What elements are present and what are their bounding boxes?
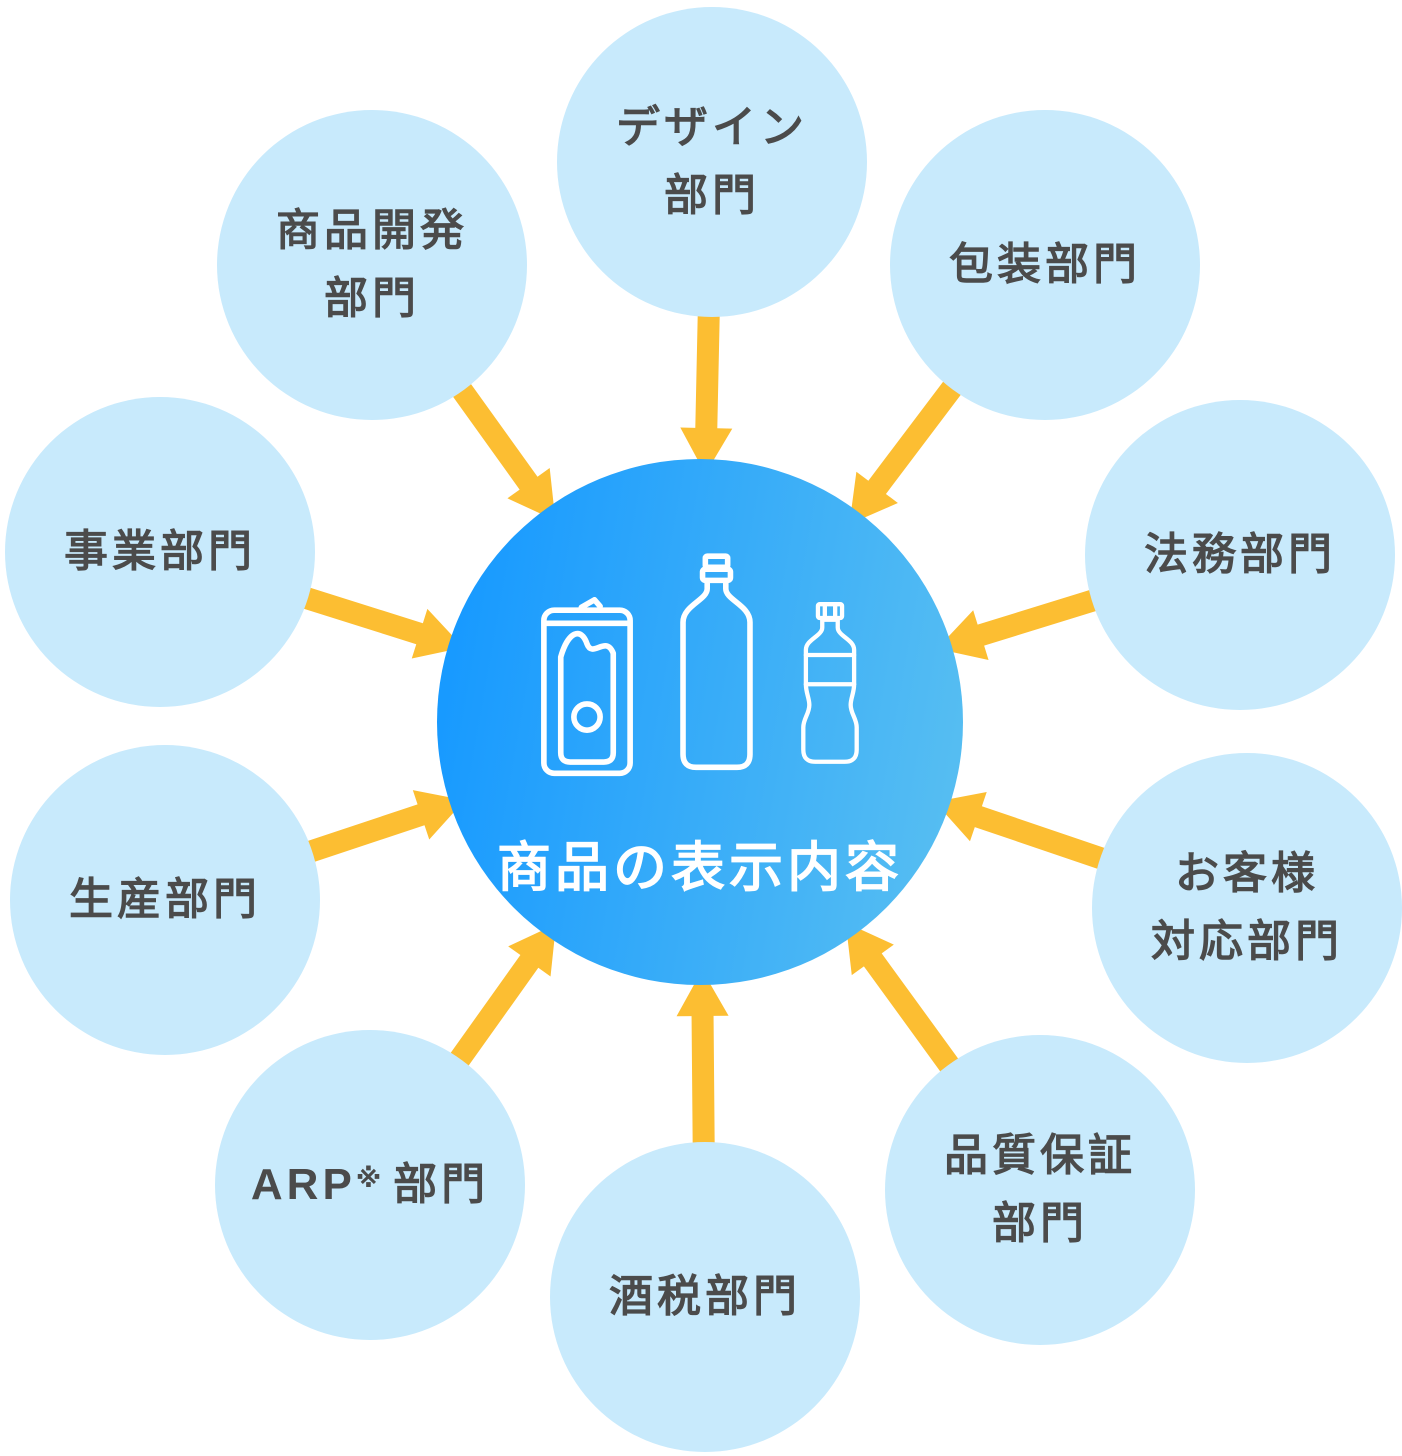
arrow-production bbox=[294, 790, 465, 867]
can-icon bbox=[540, 597, 633, 777]
node-label: 生産部門 bbox=[69, 874, 261, 924]
node-legal-department: 法務部門 bbox=[1085, 400, 1395, 710]
node-production-department: 生産部門 bbox=[10, 745, 320, 1055]
bottle-icon bbox=[679, 553, 753, 771]
node-liquor-tax-department: 酒税部門 bbox=[550, 1142, 860, 1452]
arp-prefix: ARP bbox=[250, 1159, 356, 1209]
arrow-business bbox=[290, 583, 464, 659]
center-circle: 商品の表示内容 bbox=[437, 459, 963, 985]
node-product-development-department: 商品開発 部門 bbox=[217, 110, 527, 420]
node-label: 商品開発 部門 bbox=[276, 205, 468, 323]
pet-bottle-icon bbox=[800, 602, 859, 764]
node-design-department: デザイン 部門 bbox=[557, 7, 867, 317]
beverage-icons bbox=[540, 553, 861, 777]
arrow-legal bbox=[936, 585, 1110, 660]
reference-mark: ※ bbox=[355, 1162, 382, 1193]
arrow-design bbox=[680, 301, 733, 475]
node-label: 品質保証 部門 bbox=[944, 1130, 1136, 1248]
arrow-arp bbox=[442, 923, 557, 1078]
node-quality-assurance-department: 品質保証 部門 bbox=[885, 1035, 1195, 1345]
center-title: 商品の表示内容 bbox=[497, 838, 903, 898]
arrow-customer-service bbox=[934, 792, 1118, 874]
arrow-packaging bbox=[849, 370, 970, 525]
node-customer-service-department: お客様 対応部門 bbox=[1092, 753, 1402, 1063]
node-label: ARP※ 部門 bbox=[251, 1151, 489, 1219]
node-arp-department: ARP※ 部門 bbox=[215, 1030, 525, 1340]
node-label: 事業部門 bbox=[64, 526, 256, 576]
node-packaging-department: 包装部門 bbox=[890, 110, 1200, 420]
node-label: 包装部門 bbox=[949, 239, 1141, 289]
node-label: 酒税部門 bbox=[609, 1271, 801, 1321]
arrow-liquor-tax bbox=[676, 969, 729, 1158]
arrow-quality-assurance bbox=[845, 922, 967, 1084]
node-business-department: 事業部門 bbox=[5, 397, 315, 707]
arp-suffix: 部門 bbox=[393, 1159, 490, 1209]
node-label: 法務部門 bbox=[1144, 529, 1336, 579]
arrow-product-development bbox=[444, 372, 556, 521]
node-label: お客様 対応部門 bbox=[1151, 848, 1343, 966]
node-label: デザイン 部門 bbox=[616, 102, 808, 220]
